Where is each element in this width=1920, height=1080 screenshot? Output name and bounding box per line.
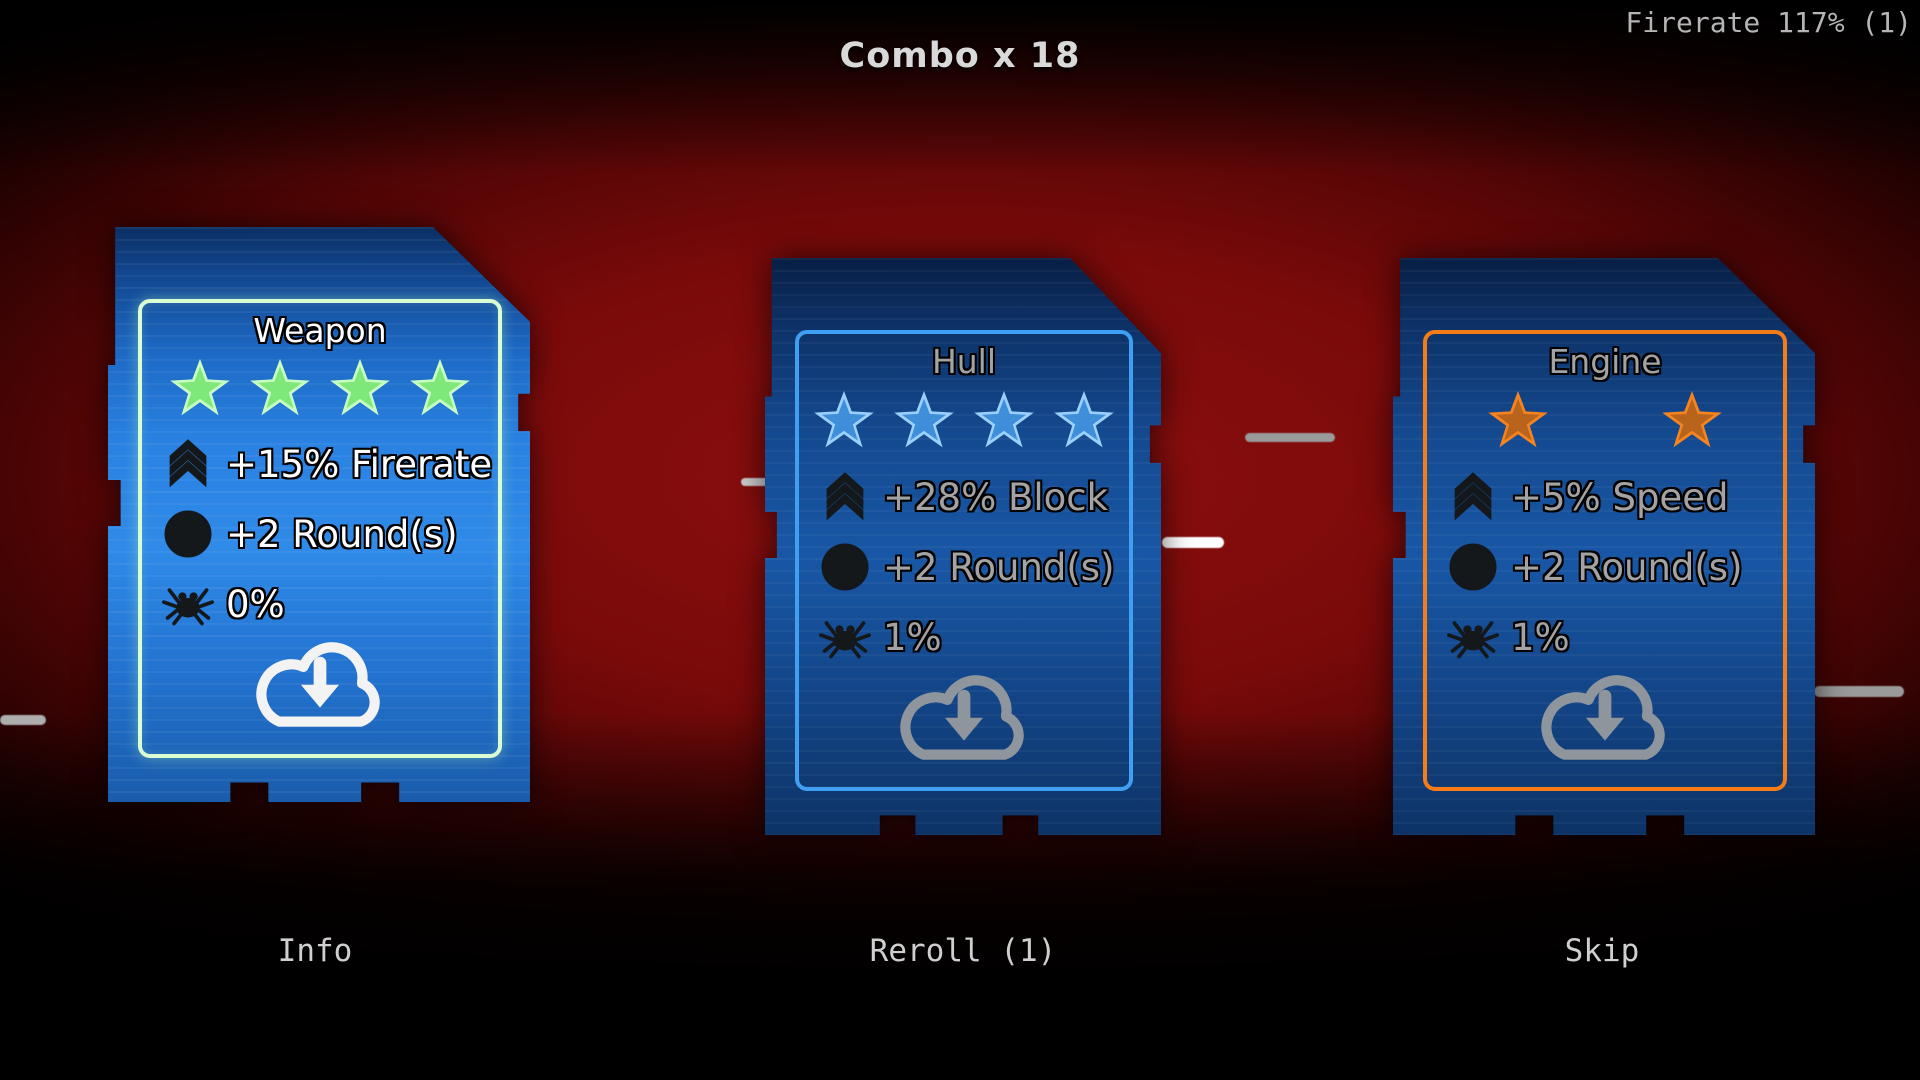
stat-label: +28% Block <box>883 475 1109 519</box>
star-rating <box>1427 389 1783 453</box>
card-stats: +28% Block +2 Round(s) 1% <box>799 471 1129 663</box>
star-icon <box>974 391 1034 448</box>
stat-label: +15% Firerate <box>226 442 493 486</box>
bug-icon <box>819 611 871 663</box>
stat-row: +2 Round(s) <box>162 508 498 560</box>
motion-streak <box>0 715 46 725</box>
stat-row: +28% Block <box>819 471 1129 523</box>
star-rating <box>799 389 1129 453</box>
cloud-download-icon <box>1521 663 1689 775</box>
info-button[interactable]: Info <box>277 933 353 969</box>
stat-row: 0% <box>162 578 498 630</box>
card-panel: Weapon +15% Firerate +2 Round(s) 0% <box>138 299 502 758</box>
clock-icon <box>1447 541 1499 593</box>
star-rating <box>142 358 498 420</box>
stat-row: +15% Firerate <box>162 438 498 490</box>
bug-icon <box>1447 611 1499 663</box>
star-icon <box>250 359 310 416</box>
star-icon <box>814 391 874 448</box>
card-title: Engine <box>1548 342 1662 381</box>
card-panel: Hull +28% Block +2 Round(s) 1% <box>795 330 1133 791</box>
chevrons-up-icon <box>819 471 871 523</box>
stat-row: 1% <box>819 611 1129 663</box>
card-stats: +5% Speed +2 Round(s) 1% <box>1427 471 1783 663</box>
clock-icon <box>819 541 871 593</box>
stat-label: 0% <box>226 582 285 626</box>
reroll-button[interactable]: Reroll (1) <box>869 933 1057 969</box>
chevrons-up-icon <box>1447 471 1499 523</box>
upgrade-card-hull[interactable]: Hull +28% Block +2 Round(s) 1% <box>765 258 1161 835</box>
stat-label: +2 Round(s) <box>226 512 458 556</box>
card-title: Hull <box>931 342 997 381</box>
motion-streak <box>1162 537 1224 548</box>
stat-label: 1% <box>1511 615 1570 659</box>
chevrons-up-icon <box>162 438 214 490</box>
upgrade-card-weapon[interactable]: Weapon +15% Firerate +2 Round(s) 0% <box>108 227 530 802</box>
card-panel: Engine +5% Speed +2 Round(s) 1% <box>1423 330 1787 791</box>
card-stats: +15% Firerate +2 Round(s) 0% <box>142 438 498 630</box>
cloud-download-icon <box>880 663 1048 775</box>
upgrade-card-engine[interactable]: Engine +5% Speed +2 Round(s) 1% <box>1393 258 1815 835</box>
card-title: Weapon <box>253 311 387 350</box>
star-icon <box>330 359 390 416</box>
stat-row: +5% Speed <box>1447 471 1783 523</box>
star-icon <box>1662 391 1722 448</box>
stat-row: +2 Round(s) <box>819 541 1129 593</box>
star-icon <box>410 359 470 416</box>
stat-label: +2 Round(s) <box>883 545 1115 589</box>
star-icon <box>1054 391 1114 448</box>
sd-card-body: Hull +28% Block +2 Round(s) 1% <box>765 258 1161 835</box>
stat-row: +2 Round(s) <box>1447 541 1783 593</box>
motion-streak <box>1814 686 1904 697</box>
stat-label: +5% Speed <box>1511 475 1729 519</box>
bug-icon <box>162 578 214 630</box>
sd-card-body: Engine +5% Speed +2 Round(s) 1% <box>1393 258 1815 835</box>
sd-card-body: Weapon +15% Firerate +2 Round(s) 0% <box>108 227 530 802</box>
stat-row: 1% <box>1447 611 1783 663</box>
firerate-status: Firerate 117% (1) <box>1625 6 1912 39</box>
stat-label: 1% <box>883 615 942 659</box>
clock-icon <box>162 508 214 560</box>
stat-label: +2 Round(s) <box>1511 545 1743 589</box>
motion-streak <box>1245 433 1335 442</box>
skip-button[interactable]: Skip <box>1564 933 1640 969</box>
star-icon <box>170 359 230 416</box>
combo-counter: Combo x 18 <box>839 36 1081 76</box>
star-icon <box>1488 391 1548 448</box>
cloud-download-icon <box>236 630 404 742</box>
star-icon <box>894 391 954 448</box>
